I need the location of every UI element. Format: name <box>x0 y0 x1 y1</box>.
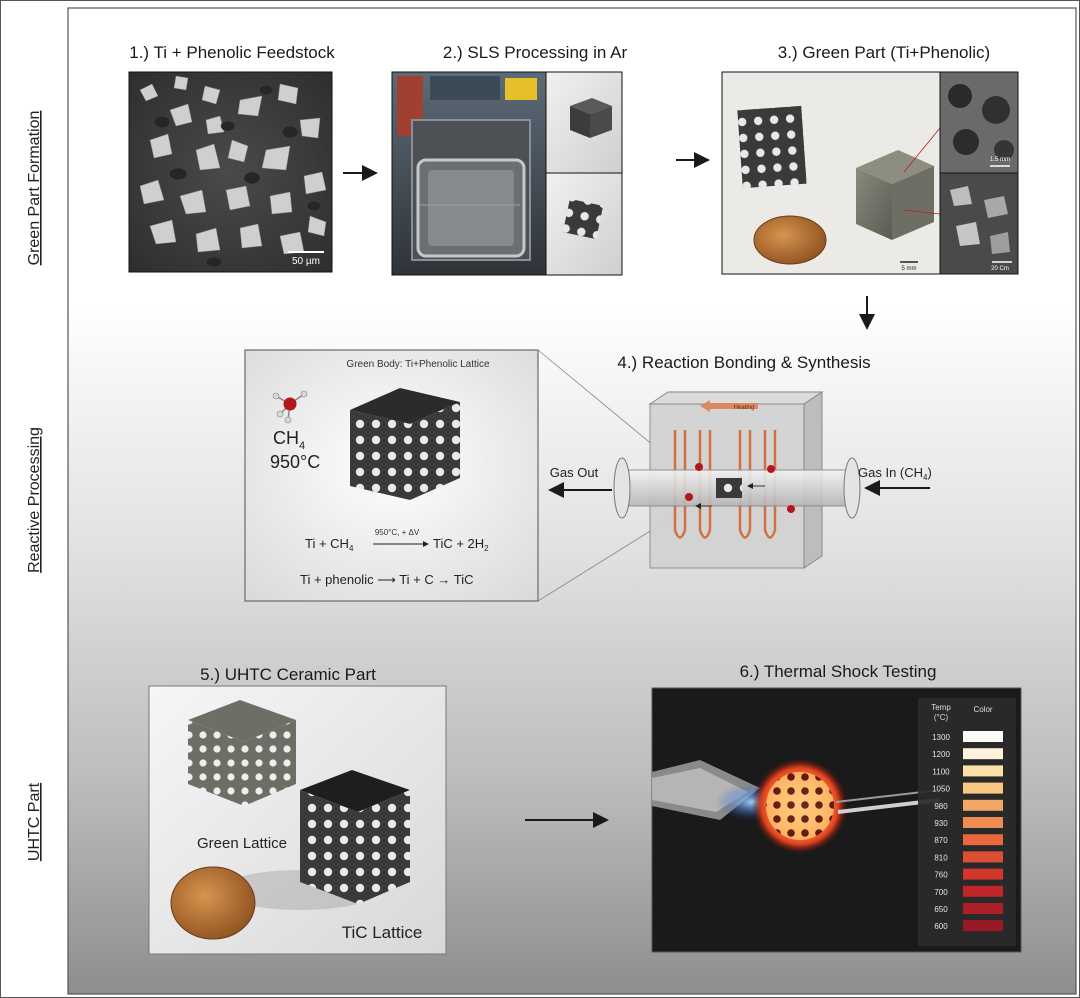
gas-in-label: Gas In (CH4) <box>858 465 932 482</box>
legend-temp-980: 980 <box>934 802 948 811</box>
tic-lattice-label: TiC Lattice <box>342 923 423 942</box>
legend-swatch-980 <box>963 799 1003 811</box>
inset-equation-2: Ti + phenolic ⟶ Ti + C → TiC <box>300 572 474 587</box>
green-part-sem-top: 1.5 mm <box>939 71 1019 174</box>
legend-temp-930: 930 <box>934 819 948 828</box>
legend-swatch-870 <box>963 834 1003 846</box>
green-lattice-label: Green Lattice <box>197 835 287 852</box>
legend-swatch-810 <box>963 851 1003 863</box>
legend-rows: 1300 1200 1100 1050 980 930 870 810 760 700 650 600 <box>932 731 1003 932</box>
reaction-inset: Green Body: Ti+Phenolic Lattice CH4 950°… <box>244 349 701 602</box>
sls-render-cube <box>545 71 623 174</box>
sls-machine-photo <box>391 71 547 276</box>
legend-swatch-1200 <box>963 748 1003 760</box>
legend-temp-870: 870 <box>934 836 948 845</box>
step-4-title: 4.) Reaction Bonding & Synthesis <box>617 353 870 372</box>
legend-temp-650: 650 <box>934 905 948 914</box>
furnace-heating-label: Heating <box>734 405 755 411</box>
legend-swatch-1100 <box>963 765 1003 777</box>
sem-micrograph: 50 µm <box>128 71 333 273</box>
green-part-sem-bottom: 20 Cm <box>939 172 1019 275</box>
legend-swatch-1300 <box>963 731 1003 742</box>
legend-temp-700: 700 <box>934 888 948 897</box>
side-label-uhtc: UHTC Part <box>26 782 43 861</box>
sem-top-scale-label: 1.5 mm <box>990 157 1010 163</box>
legend-swatch-650 <box>963 903 1003 914</box>
green-part-photo: 5 mm <box>721 71 941 275</box>
uhtc-part-photo <box>148 685 447 955</box>
heating-arrow-icon <box>700 400 758 412</box>
inset-lattice-icon <box>350 388 460 500</box>
legend-temp-1200: 1200 <box>932 750 950 759</box>
methane-molecule-icon <box>272 390 308 424</box>
step-2-title: 2.) SLS Processing in Ar <box>443 43 628 62</box>
legend-temp-810: 810 <box>934 853 948 862</box>
step-6-title: 6.) Thermal Shock Testing <box>740 662 937 681</box>
inset-equation-1: Ti + CH4 TiC + 2H2 <box>305 536 489 553</box>
gas-out-label: Gas Out <box>550 465 599 480</box>
inset-equation-condition: 950°C, + ΔV <box>375 528 420 537</box>
step-1-title: 1.) Ti + Phenolic Feedstock <box>129 43 335 62</box>
step-3-title: 3.) Green Part (Ti+Phenolic) <box>778 43 990 62</box>
legend-temp-600: 600 <box>934 922 948 931</box>
legend-temp-1100: 1100 <box>932 767 950 776</box>
inset-gas-label: CH4 <box>273 428 305 452</box>
inset-temp-label: 950°C <box>270 452 320 472</box>
inset-title: Green Body: Ti+Phenolic Lattice <box>346 359 490 370</box>
sem-bottom-scale-label: 20 Cm <box>991 266 1009 272</box>
temperature-color-legend: Temp (°C) Color 1300 1200 1100 1050 980 930 87… <box>918 698 1016 946</box>
legend-swatch-760 <box>963 868 1003 880</box>
step-5-title: 5.) UHTC Ceramic Part <box>200 665 376 684</box>
legend-temp-760: 760 <box>934 871 948 880</box>
legend-swatch-1050 <box>963 782 1003 794</box>
green-part-scale-label: 5 mm <box>902 266 917 272</box>
sem-scale-label: 50 µm <box>292 256 320 267</box>
legend-color-header: Color <box>973 705 992 714</box>
legend-temp-header: Temp <box>931 703 951 712</box>
legend-temp-unit: (°C) <box>934 713 949 722</box>
side-label-green: Green Part Formation <box>26 111 43 266</box>
tube-furnace-diagram: Heating Gas Out Gas In (CH4) <box>548 391 932 569</box>
legend-temp-1050: 1050 <box>932 785 950 794</box>
legend-swatch-930 <box>963 817 1003 828</box>
legend-temp-1300: 1300 <box>932 733 950 742</box>
sls-render-lattice <box>545 172 623 276</box>
legend-swatch-700 <box>963 885 1003 897</box>
legend-swatch-600 <box>963 920 1003 932</box>
side-label-reactive: Reactive Processing <box>26 427 43 573</box>
